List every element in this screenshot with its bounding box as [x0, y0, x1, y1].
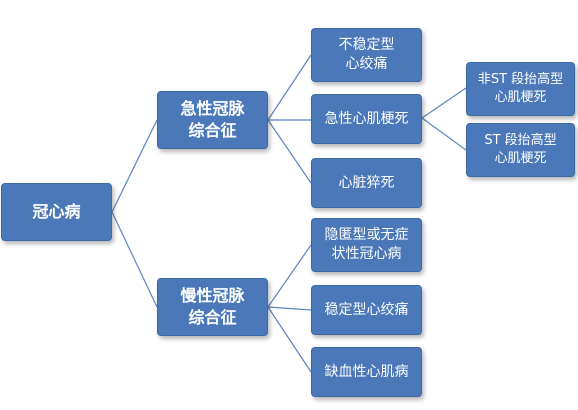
node-stemi: ST 段抬高型 心肌梗死	[466, 123, 575, 177]
node-acute-coronary-syndrome: 急性冠脉 综合征	[157, 91, 268, 149]
edge-root-acute	[111, 119, 158, 213]
node-acute-myocardial-infarction: 急性心肌梗死	[311, 94, 422, 144]
edge-ami-stemi	[421, 117, 467, 151]
edge-acute-unstable	[267, 54, 312, 121]
node-coronary-heart-disease: 冠心病	[1, 183, 112, 241]
node-unstable-angina: 不稳定型 心绞痛	[311, 28, 422, 82]
node-silent-chd: 隐匿型或无症 状性冠心病	[311, 218, 422, 272]
edge-root-chronic	[111, 211, 158, 308]
edge-chronic-silent	[267, 244, 312, 308]
node-sudden-cardiac-death: 心脏猝死	[311, 158, 422, 208]
node-chronic-coronary-syndrome: 慢性冠脉 综合征	[157, 278, 268, 336]
edge-acute-scd	[267, 119, 312, 184]
node-nstemi: 非ST 段抬高型 心肌梗死	[466, 62, 575, 116]
node-stable-angina: 稳定型心绞痛	[311, 285, 422, 335]
edge-chronic-stable	[267, 306, 312, 311]
edge-chronic-ischemic	[267, 306, 312, 373]
node-ischemic-cardiomyopathy: 缺血性心肌病	[311, 347, 422, 397]
edge-ami-nstemi	[421, 87, 467, 119]
